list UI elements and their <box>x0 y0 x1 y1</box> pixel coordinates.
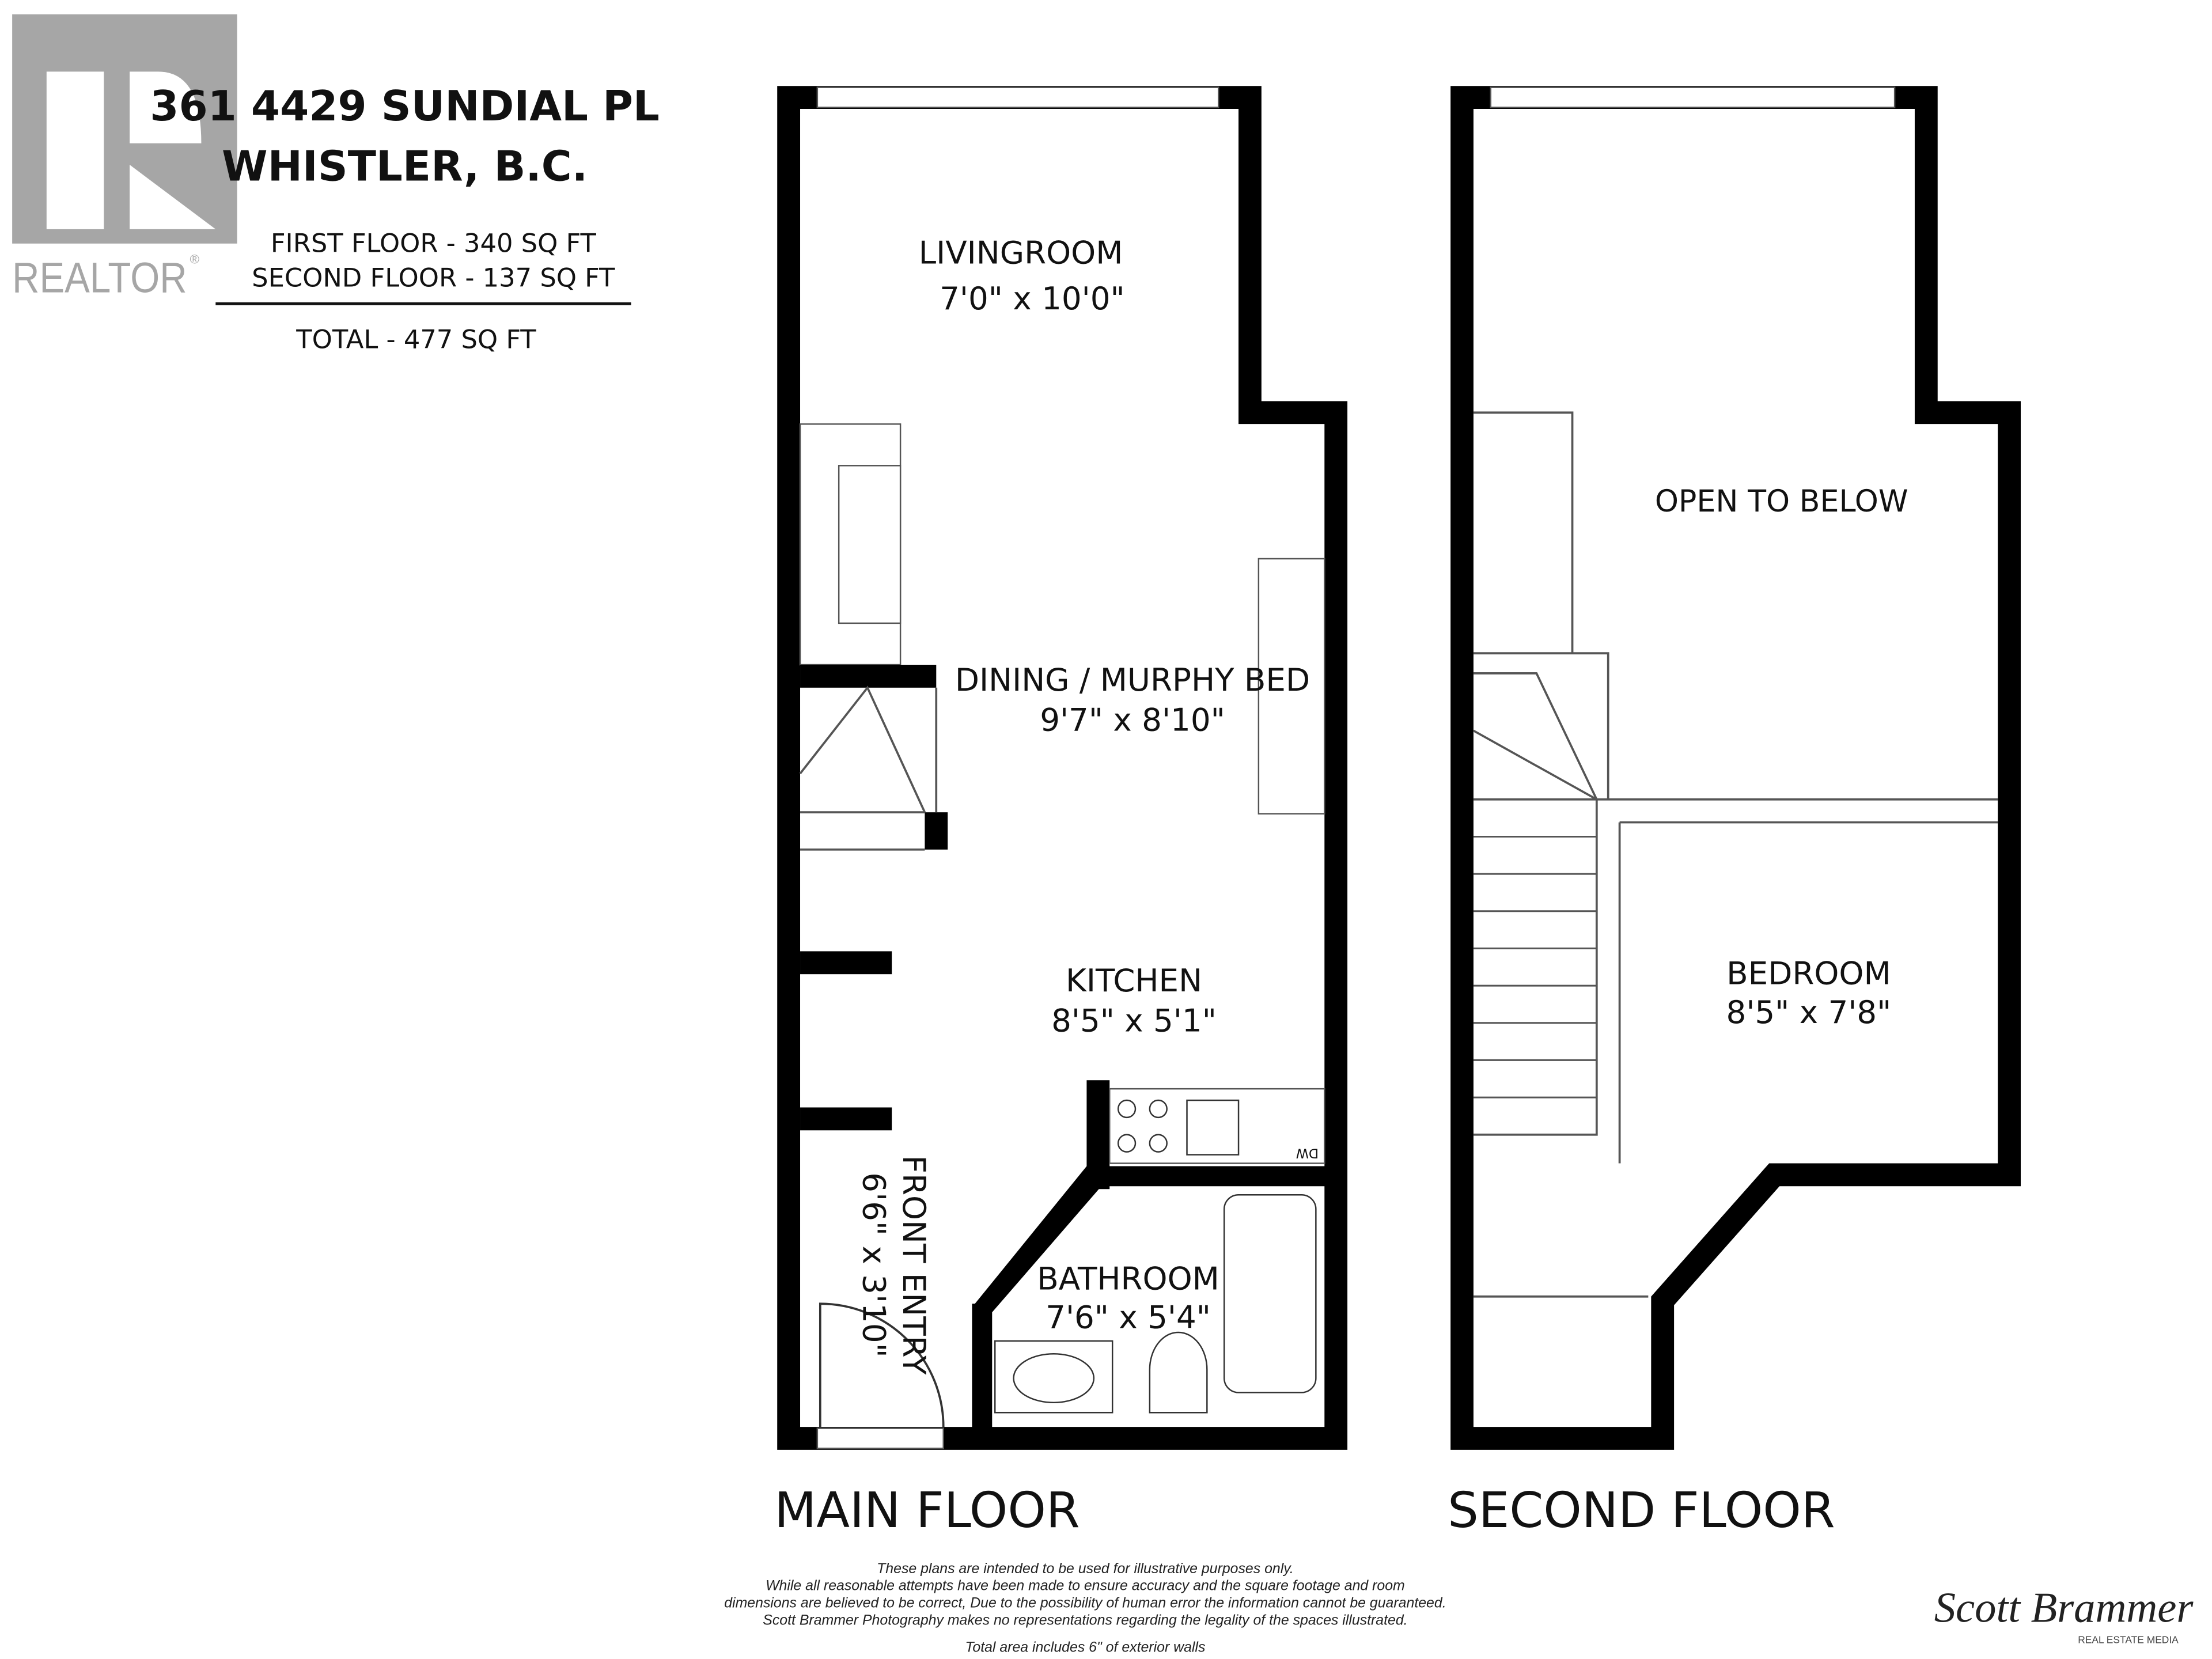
stove-icon <box>1117 1099 1168 1153</box>
disclaimer: These plans are intended to be used for … <box>724 1560 1446 1656</box>
disclaimer-line: Scott Brammer Photography makes no repre… <box>763 1612 1407 1628</box>
room-size-front-entry: 6'6" x 3'10" <box>855 1172 892 1358</box>
room-size-bedroom: 8'5" x 7'8" <box>1726 994 1892 1031</box>
room-name-dining: DINING / MURPHY BED <box>955 661 1310 698</box>
realtor-mark: ® <box>190 252 200 267</box>
signature-name: Scott Brammer <box>1934 1584 2194 1631</box>
first-floor-area: FIRST FLOOR - 340 SQ FT <box>271 228 597 259</box>
sink-icon <box>1013 1353 1095 1404</box>
sink-icon <box>1186 1099 1240 1156</box>
realtor-logo: REALTOR ® <box>12 14 237 301</box>
room-size-dining: 9'7" x 8'10" <box>1040 701 1225 738</box>
dishwasher-label: DW <box>1296 1146 1319 1161</box>
room-size-livingroom: 7'0" x 10'0" <box>940 280 1125 317</box>
door-swing <box>819 1302 945 1427</box>
area-note: Total area includes 6" of exterior walls <box>965 1639 1205 1656</box>
room-size-bathroom: 7'6" x 5'4" <box>1046 1298 1211 1335</box>
stairs <box>799 685 938 851</box>
murphy-bed <box>1257 558 1325 815</box>
disclaimer-line: While all reasonable attempts have been … <box>766 1578 1405 1594</box>
signature-logo: Scott Brammer REAL ESTATE MEDIA <box>1934 1584 2194 1645</box>
total-area: TOTAL - 477 SQ FT <box>296 324 536 354</box>
vanity <box>994 1340 1113 1414</box>
realtor-logo-text: REALTOR <box>12 253 187 301</box>
room-name-front-entry: FRONT ENTRY <box>896 1156 933 1376</box>
room-name-open-to-below: OPEN TO BELOW <box>1655 484 1908 519</box>
address-line1: 361 4429 SUNDIAL PL <box>150 82 660 131</box>
room-name-bathroom: BATHROOM <box>1037 1260 1219 1297</box>
room-name-bedroom: BEDROOM <box>1726 955 1891 992</box>
signature-tagline: REAL ESTATE MEDIA <box>2078 1634 2179 1646</box>
room-name-livingroom: LIVINGROOM <box>919 234 1123 271</box>
address-line2: WHISTLER, B.C. <box>222 142 588 191</box>
window <box>1490 86 1896 108</box>
front-door-opening <box>816 1427 944 1449</box>
second-floor-area: SECOND FLOOR - 137 SQ FT <box>252 262 615 293</box>
main-floor-title: MAIN FLOOR <box>774 1482 1080 1539</box>
main-floor-plan: DW LIVINGROOM 7'0" x 10'0" DINING / MURP… <box>774 86 1348 1539</box>
second-floor-title: SECOND FLOOR <box>1448 1482 1835 1539</box>
window <box>816 86 1219 108</box>
room-size-kitchen: 8'5" x 5'1" <box>1051 1002 1217 1039</box>
bathtub <box>1223 1194 1317 1393</box>
toilet <box>1149 1331 1208 1414</box>
stairs <box>1473 835 1597 1099</box>
second-floor-plan: OPEN TO BELOW BEDROOM 8'5" x 7'8" SECOND… <box>1448 86 2021 1539</box>
room-name-kitchen: KITCHEN <box>1066 962 1202 999</box>
kitchen-counter <box>1108 1088 1325 1164</box>
disclaimer-line: dimensions are believed to be correct, D… <box>724 1594 1446 1611</box>
disclaimer-line: These plans are intended to be used for … <box>877 1560 1294 1577</box>
